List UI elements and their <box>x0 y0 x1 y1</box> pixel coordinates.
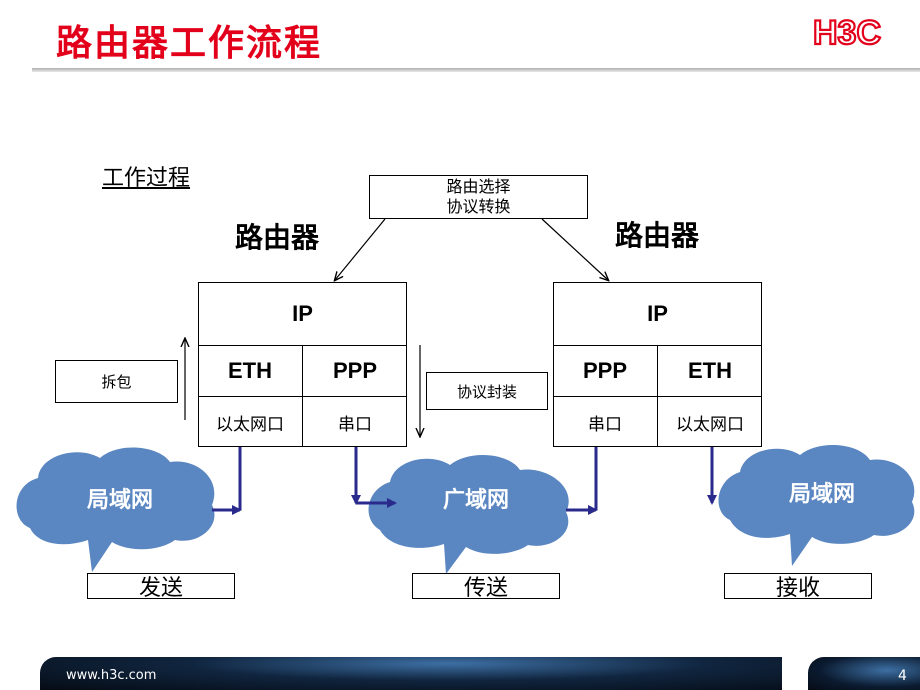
section-subtitle: 工作过程 <box>102 166 191 191</box>
router-right-divider-3 <box>657 345 658 447</box>
router-right-ip: IP <box>647 301 668 326</box>
routing-connector-right <box>541 218 608 280</box>
routing-connector-left <box>335 218 386 280</box>
h3c-logo: H3C <box>812 14 882 50</box>
routing-box-line1: 路由选择 <box>446 177 511 196</box>
router-right-port-right: 以太网口 <box>676 414 744 435</box>
cloud-middle-label: 广域网 <box>442 488 509 513</box>
routing-box: 路由选择 协议转换 <box>369 175 588 219</box>
caption-send: 发送 <box>87 573 235 601</box>
router-right-l2-right: ETH <box>688 358 732 383</box>
cloud-left-label: 局域网 <box>86 488 153 513</box>
cloud-right-shape <box>718 444 915 566</box>
cloud-right-label: 局域网 <box>788 482 855 507</box>
title-divider <box>32 68 920 72</box>
router-left-port-right: 串口 <box>338 414 372 435</box>
footer-bar-right <box>808 657 920 690</box>
caption-receive: 接收 <box>724 573 872 601</box>
cloud-middle-shape <box>368 454 569 574</box>
router-left-ip: IP <box>292 301 313 326</box>
router-left-l2-left: ETH <box>228 358 272 383</box>
encap-box: 协议封装 <box>426 372 548 410</box>
router-left-port-left: 以太网口 <box>216 414 284 435</box>
svg-text:H3C: H3C <box>813 14 881 50</box>
page-title: 路由器工作流程 <box>56 23 323 64</box>
router-left-l2-right: PPP <box>332 358 378 383</box>
routing-box-line2: 协议转换 <box>446 197 511 216</box>
footer-bar <box>40 657 782 690</box>
router-left-divider-3 <box>302 345 303 447</box>
router-label-left: 路由器 <box>235 221 320 254</box>
cloud-left-shape <box>16 447 215 572</box>
router-label-right: 路由器 <box>615 219 700 252</box>
page-number: 4 <box>898 668 907 684</box>
caption-transfer: 传送 <box>412 573 560 601</box>
unpack-box: 拆包 <box>55 360 178 403</box>
router-right-l2-left: PPP <box>582 358 628 383</box>
router-right-port-left: 串口 <box>588 414 622 435</box>
footer-url[interactable]: www.h3c.com <box>66 668 157 683</box>
